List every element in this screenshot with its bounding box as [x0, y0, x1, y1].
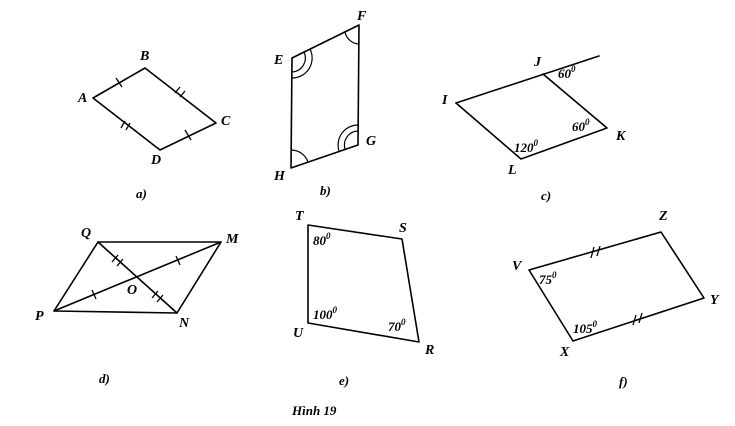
figure-caption: Hình 19: [291, 403, 337, 418]
vertex-t: T: [295, 209, 305, 224]
figure-a: A B C D a): [77, 49, 231, 201]
diagonal-pm: [53, 241, 222, 312]
vertex-d: D: [150, 153, 161, 168]
figure-c-label: c): [541, 188, 551, 203]
line-ij-extended: [455, 55, 600, 104]
angle-label-v: 750: [539, 270, 557, 287]
vertex-e: E: [273, 53, 283, 68]
vertex-y: Y: [710, 293, 720, 308]
vertex-v: V: [512, 259, 523, 274]
tick-xy-1: [632, 314, 637, 326]
tick-ab: [115, 77, 123, 88]
quadrilateral-vzyx: [528, 231, 705, 342]
tick-ad-2: [125, 122, 131, 131]
vertex-s: S: [399, 221, 407, 236]
vertex-l: L: [507, 163, 517, 178]
tick-po: [91, 289, 97, 300]
diagonal-qn: [97, 241, 178, 314]
tick-vz-2: [596, 245, 601, 257]
point-o: O: [127, 283, 137, 298]
figure-b-label: b): [320, 183, 331, 198]
vertex-h: H: [273, 169, 286, 184]
angle-label-t: 800: [313, 231, 331, 248]
figure-d-label: d): [99, 371, 110, 386]
vertex-g: G: [366, 134, 376, 149]
angle-label-x: 1050: [573, 319, 598, 336]
tick-bc-1: [174, 86, 181, 94]
tick-ad-1: [120, 120, 126, 129]
angle-arc-e-1: [291, 51, 306, 73]
quadrilateral-tsru: [307, 224, 420, 343]
vertex-q: Q: [81, 226, 91, 241]
vertex-j: J: [533, 55, 542, 70]
angle-label-u: 1000: [313, 305, 338, 322]
vertex-b: B: [139, 49, 149, 64]
vertex-u: U: [293, 326, 304, 341]
figure-a-label: a): [136, 186, 147, 201]
angle-label-k: 600: [572, 117, 590, 134]
vertex-a: A: [77, 91, 87, 106]
tick-om: [175, 255, 181, 266]
angle-arc-e-2: [291, 48, 313, 79]
angle-label-exterior-j: 600: [558, 64, 576, 81]
vertex-i: I: [441, 93, 448, 108]
figure-e: T S U R 800 1000 700 e): [293, 209, 434, 388]
angle-label-l: 1200: [514, 138, 539, 155]
figure-e-label: e): [339, 373, 349, 388]
angle-arc-g-1: [343, 130, 359, 150]
vertex-c: C: [221, 114, 231, 129]
tick-bc-2: [179, 90, 186, 98]
angle-label-r: 700: [388, 317, 406, 334]
vertex-r: R: [424, 343, 434, 358]
tick-vz-1: [590, 246, 595, 259]
vertex-k: K: [615, 129, 627, 144]
figure-f: Z V Y X 750 1050 f): [512, 209, 720, 389]
angle-arc-f: [344, 31, 360, 45]
angle-arc-g-2: [337, 124, 359, 152]
quadrilateral-ijkl: [455, 73, 608, 160]
tick-qo-2: [116, 258, 124, 267]
figure-c: I J K L 600 600 1200 c): [441, 55, 627, 203]
figure-d: Q M P N O d): [35, 226, 239, 386]
quadrilateral-abcd: [92, 67, 217, 151]
figure-f-label: f): [619, 374, 628, 389]
vertex-p: P: [35, 309, 44, 324]
quadrilateral-efgh: [290, 24, 360, 169]
tick-on-1: [151, 290, 159, 299]
figure-b: E F G H b): [273, 9, 376, 198]
vertex-z: Z: [658, 209, 668, 224]
tick-qo-1: [111, 254, 119, 263]
vertex-f: F: [356, 9, 367, 24]
tick-dc: [184, 129, 192, 141]
tick-on-2: [156, 294, 164, 303]
vertex-n: N: [178, 316, 190, 331]
vertex-x: X: [559, 345, 570, 360]
tick-xy-2: [638, 312, 643, 324]
angle-arc-h: [290, 149, 309, 163]
vertex-m: M: [225, 232, 239, 247]
